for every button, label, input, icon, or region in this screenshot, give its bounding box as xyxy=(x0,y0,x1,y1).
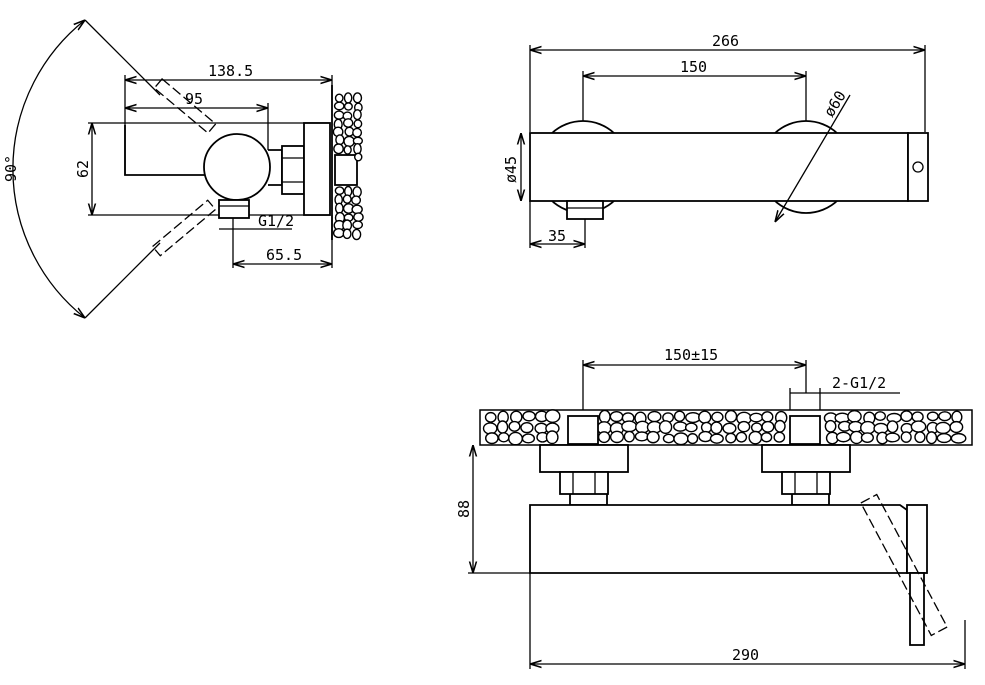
wall-texture-side xyxy=(331,85,364,241)
dim-150-15-label: 150±15 xyxy=(664,346,718,364)
wall-plate xyxy=(303,122,331,216)
dim-290-label: 290 xyxy=(732,646,759,664)
lever-outline xyxy=(124,125,215,176)
plate-left xyxy=(539,444,629,473)
top-view: 266 150 ø60 ø45 35 xyxy=(502,32,929,248)
cap-dot xyxy=(912,161,924,173)
nut xyxy=(281,145,305,195)
thread2-label: 2-G1/2 xyxy=(832,374,886,392)
nut-left xyxy=(559,471,609,495)
handle-cap xyxy=(907,132,929,202)
dim-150-label: 150 xyxy=(680,58,707,76)
angle-ext-line xyxy=(84,19,161,96)
front-valve-body xyxy=(529,504,908,574)
plate-right xyxy=(761,444,851,473)
dim-62-label: 62 xyxy=(74,160,92,178)
lever-dashed-up xyxy=(153,77,217,135)
outlet xyxy=(218,199,250,219)
dim-138-label: 138.5 xyxy=(208,62,253,80)
dia-leader xyxy=(775,94,851,222)
conn-left xyxy=(569,494,608,506)
wall-texture-front xyxy=(479,409,973,446)
nut-right xyxy=(781,471,831,495)
lever-dashed-down xyxy=(151,199,217,257)
wall-insert xyxy=(334,154,358,186)
dim-266-label: 266 xyxy=(712,32,739,50)
front-view: 150±15 2-G1/2 88 xyxy=(455,346,973,669)
front-lever-dashed xyxy=(859,493,949,637)
valve-body xyxy=(529,132,909,202)
dia60-label: ø60 xyxy=(820,88,850,121)
thread-label: G1/2 xyxy=(258,212,294,230)
dim-95-label: 95 xyxy=(185,90,203,108)
dia45-label: ø45 xyxy=(502,156,520,183)
top-outlet xyxy=(566,200,604,220)
front-handle-cap xyxy=(906,504,928,574)
side-view: 90° 138.5 95 62 G1/2 xyxy=(2,19,364,319)
angle-arc xyxy=(12,20,85,318)
wall-insert-left xyxy=(567,415,599,445)
body-circle xyxy=(203,133,271,201)
dim-88-label: 88 xyxy=(455,500,473,518)
wall-insert-right xyxy=(789,415,821,445)
dim-65-label: 65.5 xyxy=(266,246,302,264)
angle-ext-line xyxy=(84,242,161,319)
conn-right xyxy=(791,494,830,506)
dim-35-label: 35 xyxy=(548,227,566,245)
angle-label: 90° xyxy=(2,155,20,182)
